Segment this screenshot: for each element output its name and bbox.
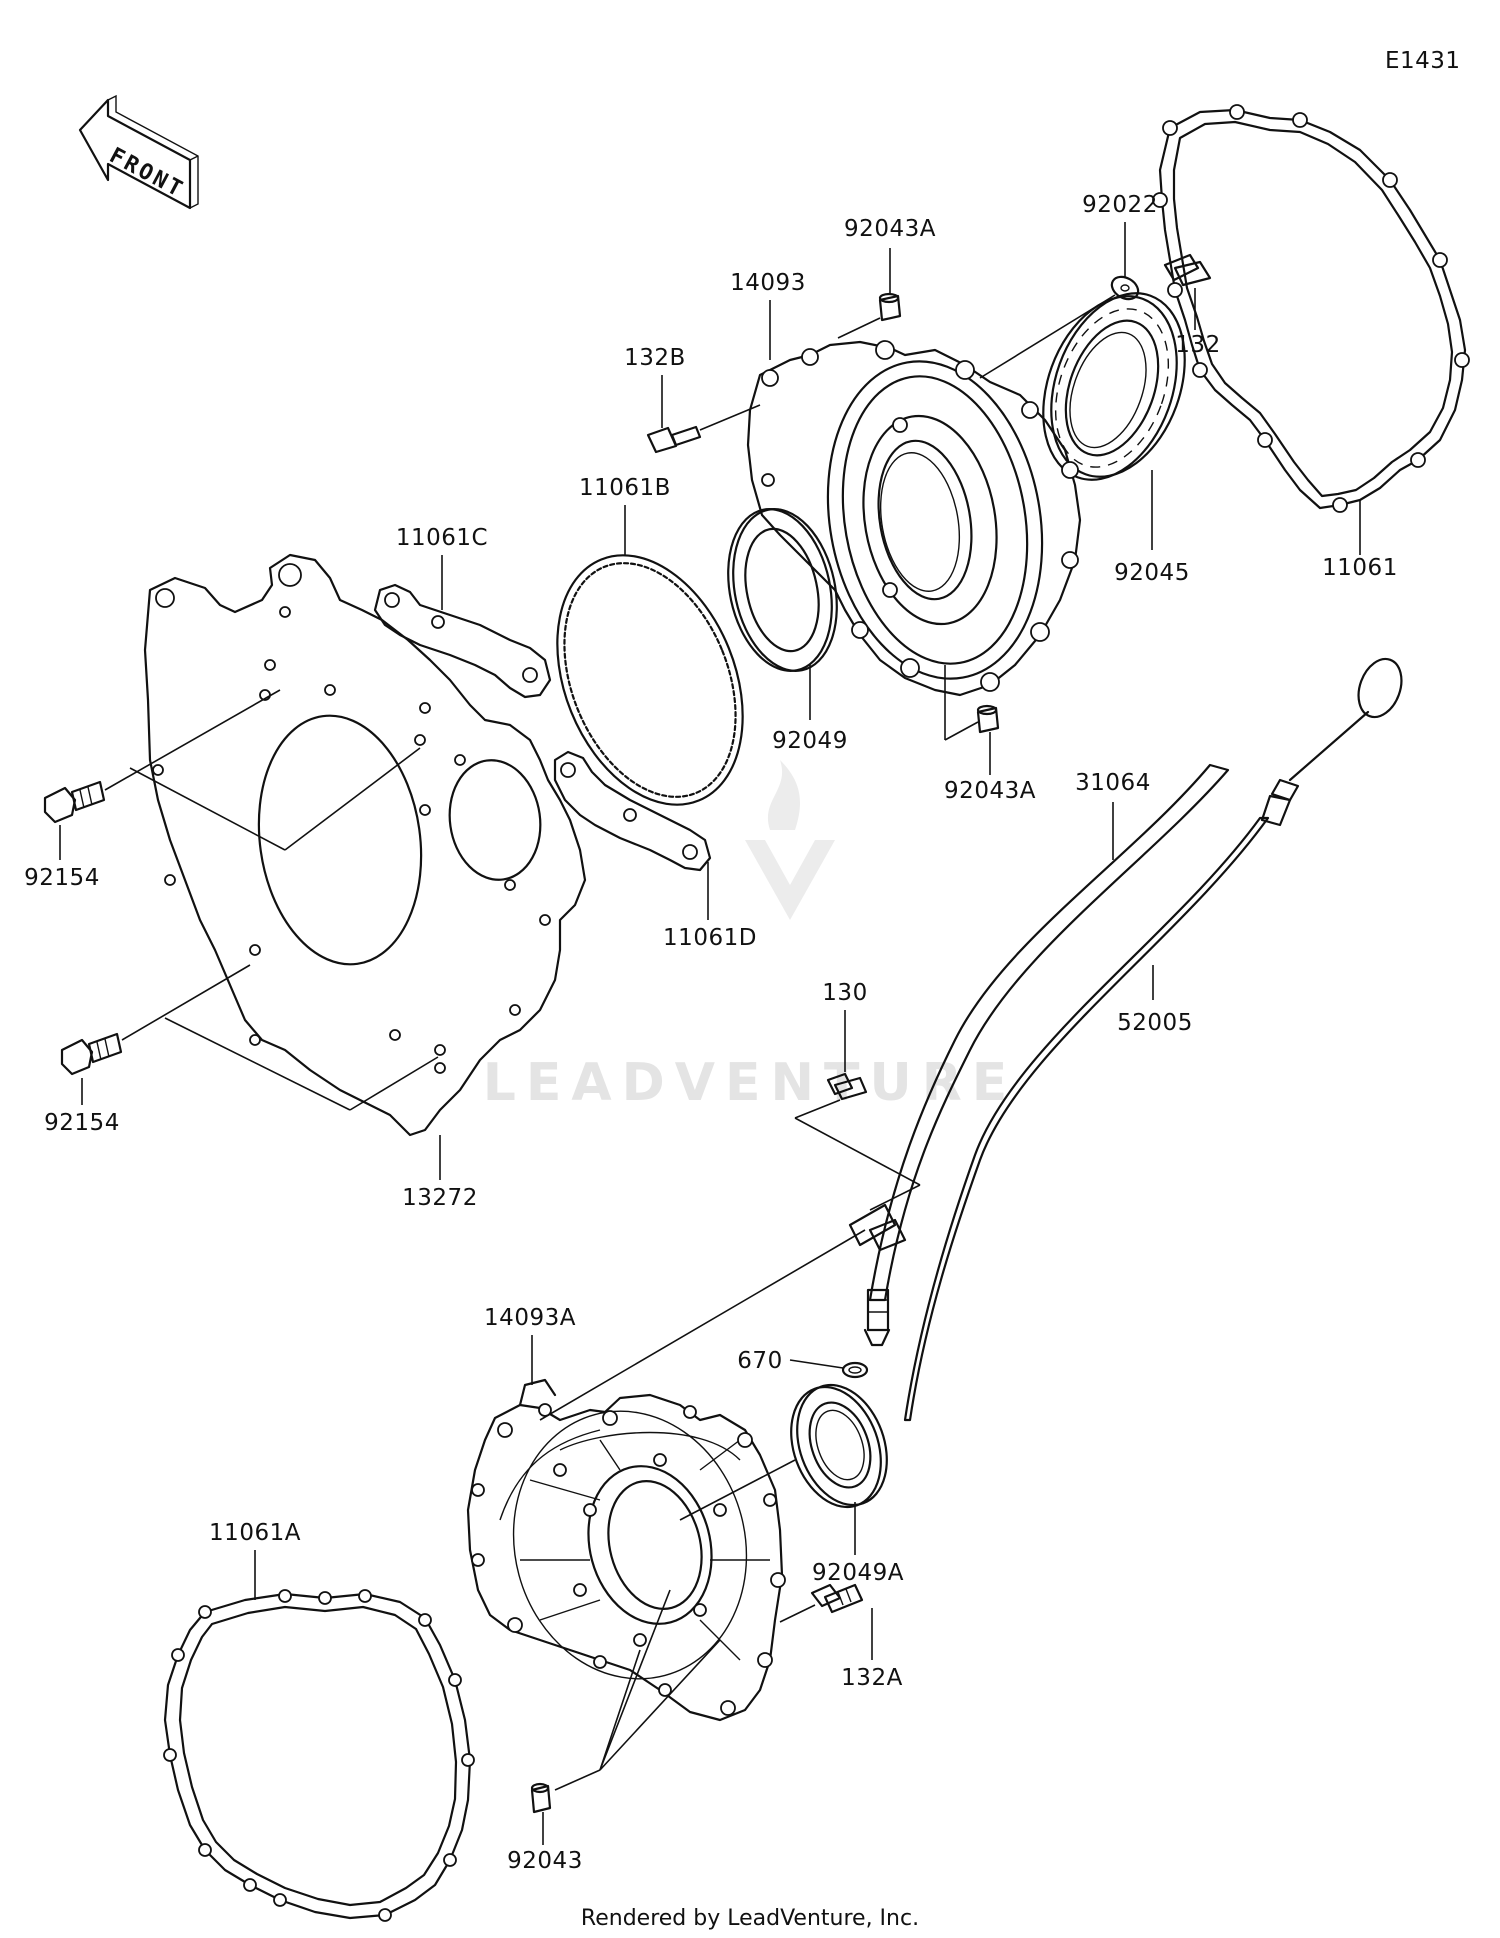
gasket-11061C[interactable] [373, 583, 552, 699]
oil-seal-92049[interactable] [714, 499, 851, 680]
bearing-92045[interactable] [1019, 275, 1209, 499]
bolt-92154-top[interactable] [43, 780, 106, 824]
label-92049A[interactable]: 92049A [812, 1560, 904, 1586]
gasket-11061D[interactable] [553, 750, 712, 872]
label-52005[interactable]: 52005 [1117, 1010, 1193, 1036]
gasket-11061A[interactable] [163, 1589, 475, 1922]
label-670[interactable]: 670 [737, 1348, 782, 1374]
bolt-92154-bottom[interactable] [60, 1032, 123, 1076]
dowel-92043[interactable] [530, 1782, 552, 1814]
oil-seal-92049A[interactable] [775, 1372, 902, 1519]
plate-13272[interactable] [143, 553, 587, 1137]
label-92043[interactable]: 92043 [507, 1848, 583, 1874]
label-92043A-top[interactable]: 92043A [844, 216, 936, 242]
watermark: LEADVENTURE [483, 760, 1018, 1113]
cover-14093A[interactable] [466, 1378, 786, 1722]
label-132A[interactable]: 132A [841, 1665, 903, 1691]
bolt-130[interactable] [826, 1072, 868, 1101]
front-arrow-icon: FRONT [78, 94, 199, 210]
cover-14093[interactable] [746, 340, 1082, 697]
label-92154-bottom[interactable]: 92154 [44, 1110, 120, 1136]
label-132B[interactable]: 132B [624, 345, 686, 371]
dowel-92043A-bottom[interactable] [976, 704, 1000, 734]
label-11061B[interactable]: 11061B [579, 475, 671, 501]
tube-31064[interactable] [848, 763, 1230, 1347]
o-ring-670[interactable] [841, 1361, 869, 1379]
o-ring-11061B[interactable] [522, 528, 777, 833]
watermark-text: LEADVENTURE [483, 1053, 1018, 1113]
bolt-132A[interactable] [810, 1583, 864, 1614]
label-31064[interactable]: 31064 [1075, 770, 1151, 796]
label-92045[interactable]: 92045 [1114, 560, 1190, 586]
footer-credit: Rendered by LeadVenture, Inc. [581, 1906, 919, 1931]
bolt-132B[interactable] [646, 425, 702, 454]
dipstick-52005[interactable] [903, 653, 1409, 1422]
label-11061[interactable]: 11061 [1322, 555, 1398, 581]
label-14093[interactable]: 14093 [730, 270, 806, 296]
label-13272[interactable]: 13272 [402, 1185, 478, 1211]
label-92154-top[interactable]: 92154 [24, 865, 100, 891]
label-11061D[interactable]: 11061D [663, 925, 757, 951]
bolt-132[interactable] [1163, 253, 1212, 287]
diagram-id: E1431 [1385, 48, 1461, 74]
label-92022[interactable]: 92022 [1082, 192, 1158, 218]
label-130[interactable]: 130 [822, 980, 867, 1006]
label-11061C[interactable]: 11061C [396, 525, 488, 551]
label-11061A[interactable]: 11061A [209, 1520, 301, 1546]
label-92043A-bottom[interactable]: 92043A [944, 778, 1036, 804]
label-14093A[interactable]: 14093A [484, 1305, 576, 1331]
gasket-11061[interactable] [1152, 104, 1470, 513]
label-92049[interactable]: 92049 [772, 728, 848, 754]
dowel-92043A-top[interactable] [878, 292, 902, 322]
